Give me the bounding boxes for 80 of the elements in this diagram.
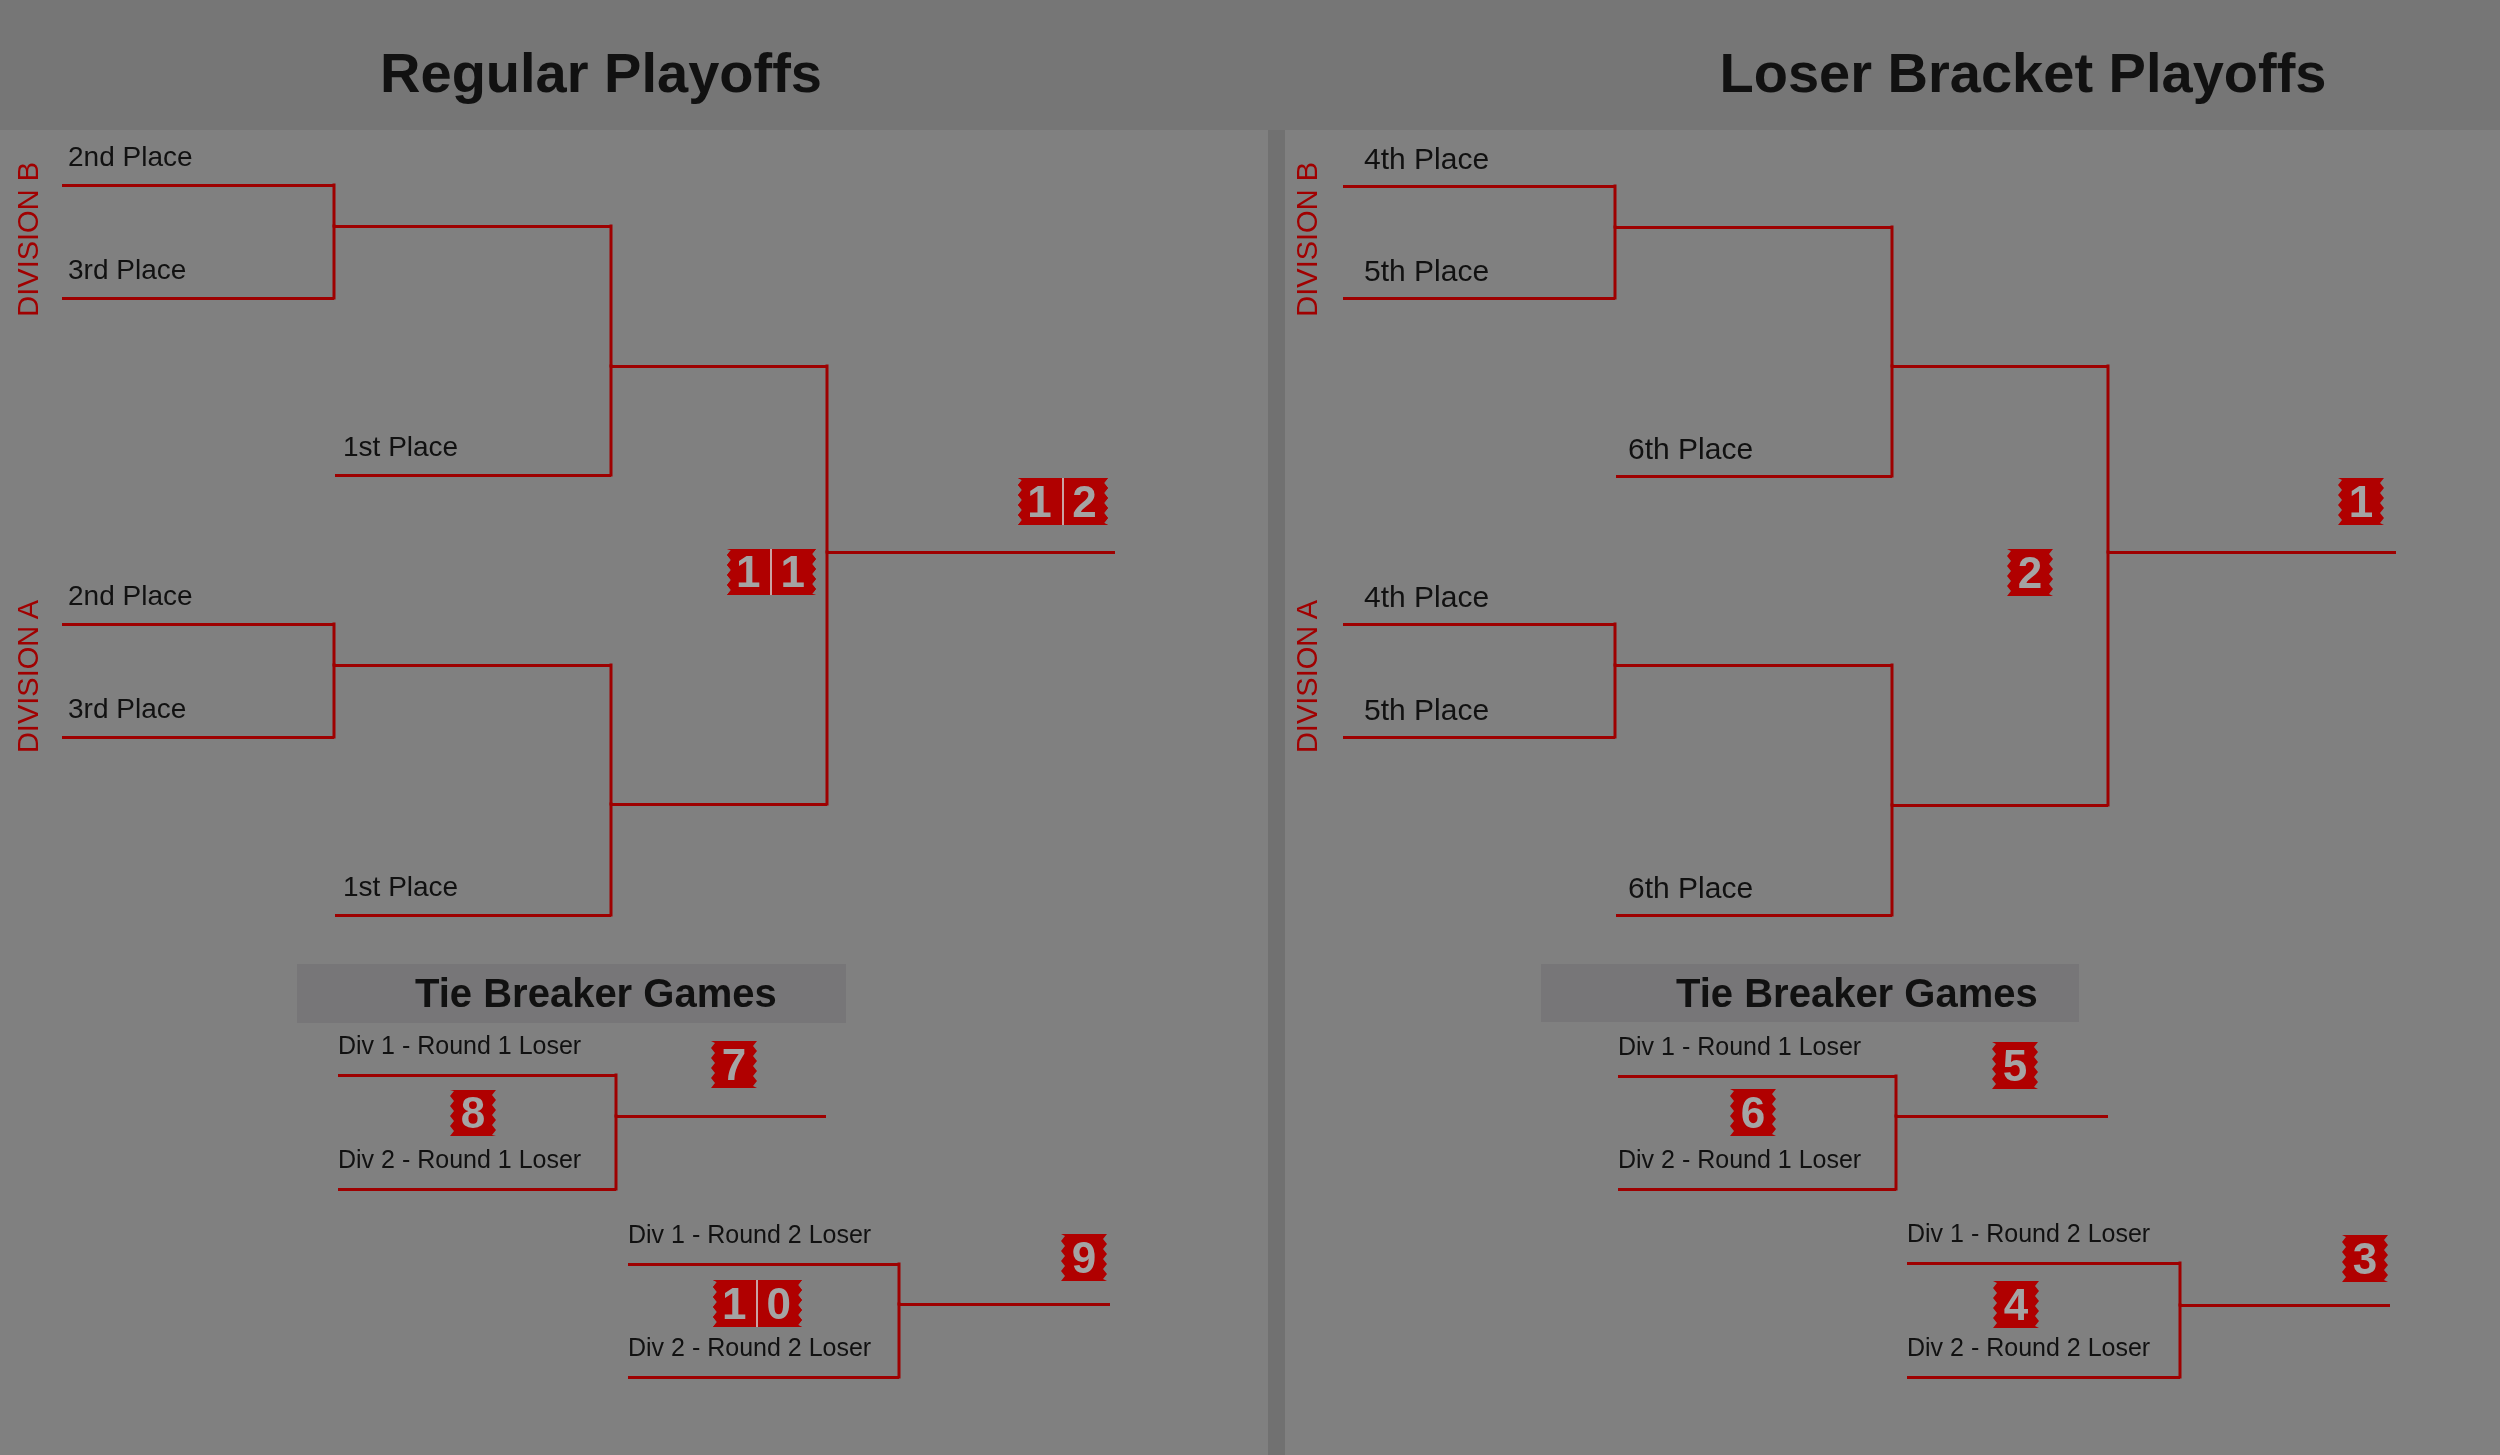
bracket-line bbox=[1892, 803, 2108, 807]
bracket-slot: Div 2 - Round 2 Loser bbox=[1907, 1334, 2180, 1379]
bracket-connector bbox=[609, 364, 613, 477]
bracket-line bbox=[611, 364, 827, 368]
bracket-connector bbox=[614, 1073, 618, 1118]
division-label: DIVISION A bbox=[1291, 600, 1323, 754]
bracket-slot: Div 1 - Round 1 Loser bbox=[338, 1032, 616, 1077]
bracket-connector bbox=[2106, 550, 2110, 807]
bracket-slot: 6th Place bbox=[1616, 433, 1892, 478]
game-number-tag: 8 bbox=[450, 1090, 496, 1136]
division-label: DIVISION A bbox=[12, 600, 44, 754]
bracket-connector bbox=[332, 224, 336, 300]
bracket-connector bbox=[609, 802, 613, 917]
bracket-slot: Div 2 - Round 1 Loser bbox=[338, 1146, 616, 1191]
bracket-connector bbox=[332, 663, 336, 739]
game-number-tag: 5 bbox=[1992, 1042, 2038, 1089]
bracket-slot: Div 2 - Round 1 Loser bbox=[1618, 1146, 1896, 1191]
bracket-slot: 1st Place bbox=[335, 872, 611, 917]
bracket-connector bbox=[897, 1262, 901, 1306]
bracket-connector bbox=[2106, 364, 2110, 554]
bracket-connector bbox=[1613, 225, 1617, 300]
panel-title: Loser Bracket Playoffs bbox=[1719, 40, 2327, 106]
section-heading-band: Tie Breaker Games bbox=[1541, 964, 2079, 1022]
bracket-connector bbox=[825, 550, 829, 806]
bracket-connector bbox=[1894, 1114, 1898, 1191]
bracket-slot: Div 1 - Round 1 Loser bbox=[1618, 1033, 1896, 1078]
bracket-line bbox=[2180, 1303, 2390, 1307]
bracket-connector bbox=[609, 663, 613, 806]
bracket-connector bbox=[614, 1114, 618, 1191]
bracket-line bbox=[827, 550, 1115, 554]
section-heading-band: Tie Breaker Games bbox=[297, 964, 846, 1023]
bracket-slot: 4th Place bbox=[1343, 143, 1615, 188]
bracket-slot: 2nd Place bbox=[62, 142, 334, 187]
game-number-tag: 6 bbox=[1730, 1089, 1776, 1136]
game-number-tag: 4 bbox=[1993, 1281, 2039, 1328]
bracket-slot: 6th Place bbox=[1616, 872, 1892, 917]
bracket-slot: 1st Place bbox=[335, 432, 611, 477]
bracket-connector bbox=[1894, 1074, 1898, 1118]
bracket-panel bbox=[1268, 0, 2500, 1455]
bracket-connector bbox=[609, 224, 613, 368]
bracket-slot: 3rd Place bbox=[62, 694, 334, 739]
game-number-tag: 7 bbox=[711, 1041, 757, 1088]
bracket-connector bbox=[1890, 663, 1894, 807]
bracket-connector bbox=[332, 622, 336, 667]
bracket-line bbox=[1615, 663, 1892, 667]
bracket-connector bbox=[1890, 225, 1894, 368]
bracket-line bbox=[2108, 550, 2396, 554]
bracket-line bbox=[1896, 1114, 2108, 1118]
bracket-line bbox=[334, 663, 611, 667]
game-number-tag: 3 bbox=[2342, 1235, 2388, 1282]
bracket-slot: Div 2 - Round 2 Loser bbox=[628, 1334, 899, 1379]
bracket-slot: Div 1 - Round 2 Loser bbox=[1907, 1220, 2180, 1265]
bracket-line bbox=[334, 224, 611, 228]
game-number-tag: 1 bbox=[2338, 478, 2384, 525]
bracket-connector bbox=[1613, 184, 1617, 229]
bracket-connector bbox=[1890, 364, 1894, 478]
bracket-connector bbox=[1890, 803, 1894, 917]
panel-title: Regular Playoffs bbox=[380, 40, 822, 106]
bracket-connector bbox=[1613, 663, 1617, 739]
bracket-connector bbox=[2178, 1261, 2182, 1307]
bracket-slot: 2nd Place bbox=[62, 581, 334, 626]
bracket-connector bbox=[2178, 1303, 2182, 1379]
division-label: DIVISION B bbox=[12, 162, 44, 317]
bracket-slot: 5th Place bbox=[1343, 694, 1615, 739]
bracket-connector bbox=[1613, 622, 1617, 667]
bracket-slot: 5th Place bbox=[1343, 255, 1615, 300]
bracket-line bbox=[899, 1302, 1110, 1306]
bracket-line bbox=[616, 1114, 826, 1118]
bracket-connector bbox=[825, 364, 829, 554]
bracket-slot: Div 1 - Round 2 Loser bbox=[628, 1221, 899, 1266]
bracket-slot: 3rd Place bbox=[62, 255, 334, 300]
bracket-line bbox=[1615, 225, 1892, 229]
division-label: DIVISION B bbox=[1291, 162, 1323, 317]
bracket-slot: 4th Place bbox=[1343, 581, 1615, 626]
bracket-connector bbox=[897, 1302, 901, 1379]
game-number-tag: 2 bbox=[2007, 549, 2053, 596]
game-number-tag: 9 bbox=[1061, 1234, 1107, 1281]
bracket-connector bbox=[332, 183, 336, 228]
bracket-line bbox=[611, 802, 827, 806]
bracket-line bbox=[1892, 364, 2108, 368]
